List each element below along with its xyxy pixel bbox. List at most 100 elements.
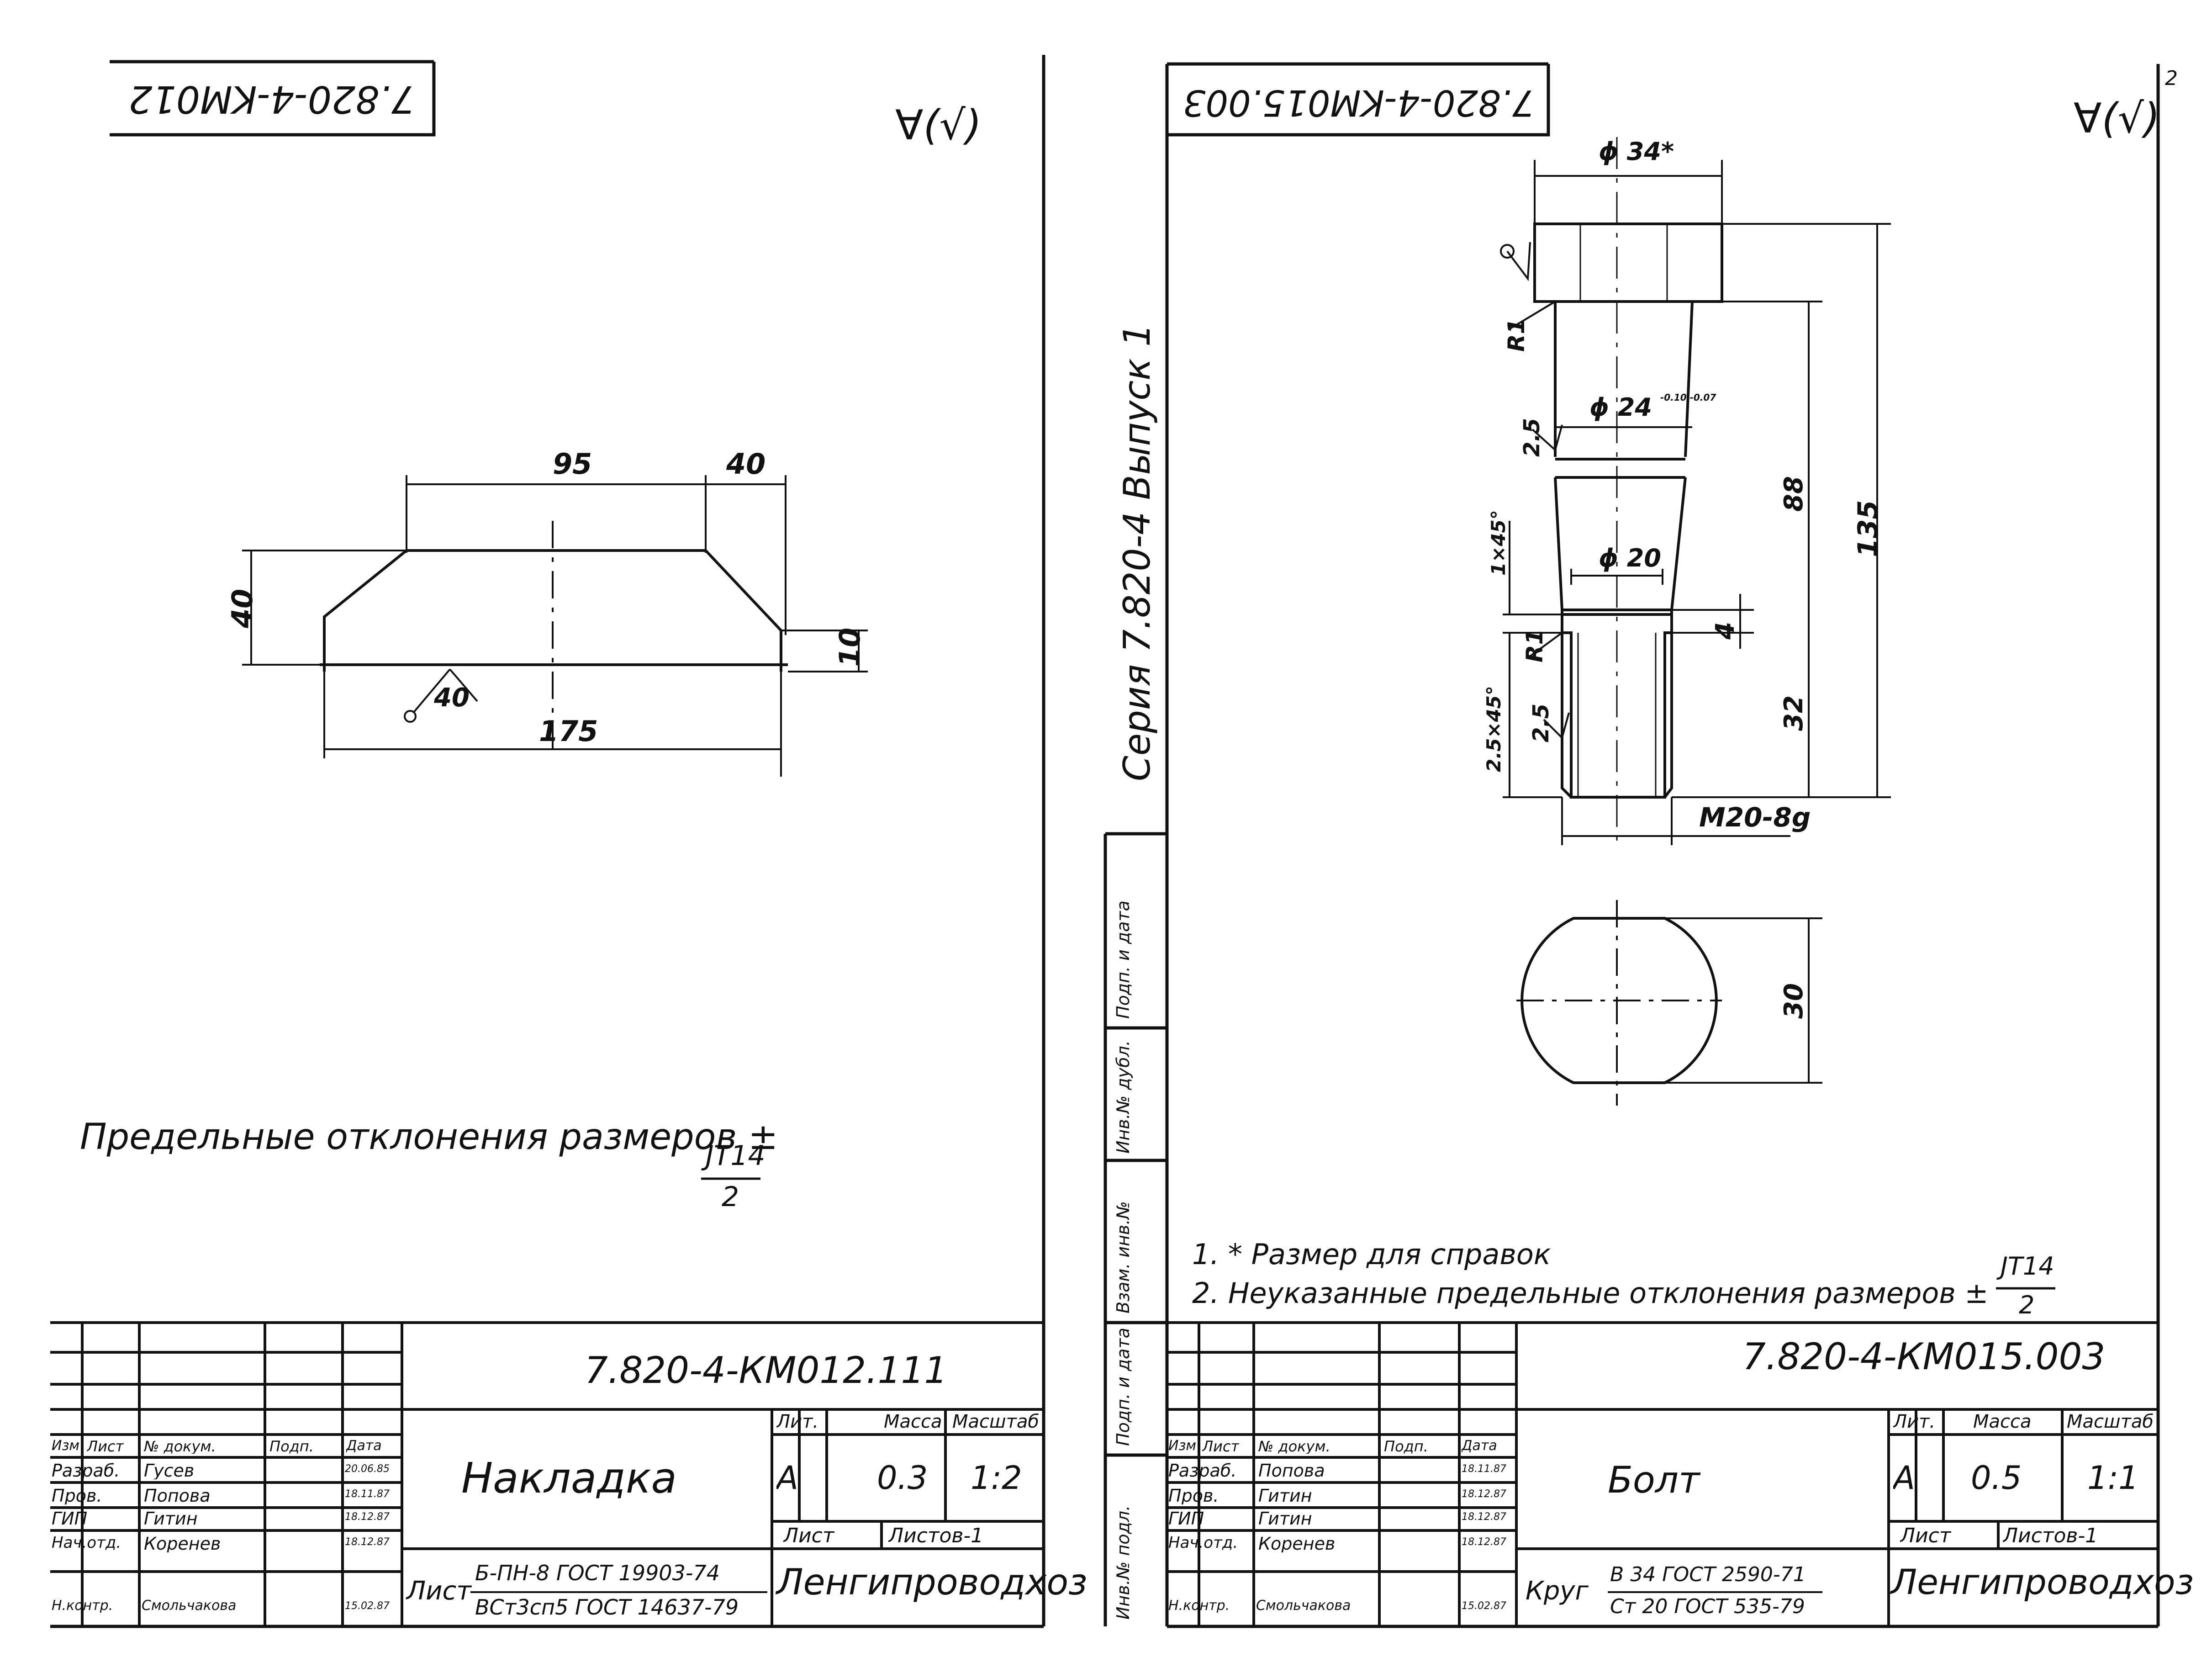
note-2: 2. Неуказанные предельные отклонения раз… — [1192, 1276, 1989, 1310]
left-row-name: Смольчакова — [142, 1599, 237, 1613]
right-doc-code: 7.820-4-КМ015.003 — [1742, 1335, 2106, 1378]
left-row-role: Н.контр. — [52, 1599, 113, 1613]
left-hdr-ndok: № докум. — [144, 1439, 216, 1454]
left-row-role: ГИП — [52, 1510, 88, 1527]
dim-chamfer-1: 1×45° — [1487, 510, 1510, 576]
left-part-name: Накладка — [461, 1454, 677, 1503]
left-material-line1: Б-ПН-8 ГОСТ 19903-74 — [475, 1561, 720, 1585]
right-hdr-podp: Подп. — [1384, 1439, 1428, 1454]
right-frame — [1103, 62, 2160, 1628]
left-note-frac-top: JT14 — [706, 1140, 765, 1172]
left-part-outline — [320, 549, 788, 672]
right-stamp-code: 7.820-4-KM015.003 — [1183, 82, 1535, 123]
left-lit-header: Лит. — [776, 1413, 819, 1431]
left-roughness-mark: ∀(√) — [895, 101, 982, 149]
dim-thread-spec: М20-8g — [1699, 802, 1811, 833]
left-lit-value: А — [776, 1462, 798, 1494]
left-frame — [50, 55, 1045, 1628]
right-sheets-label: Листов-1 — [2003, 1526, 2098, 1546]
note-1: 1. * Размер для справок — [1192, 1238, 1551, 1271]
right-sheet-label: Лист — [1900, 1526, 1951, 1546]
right-mass-value: 0.5 — [1971, 1462, 2022, 1494]
right-hdr-list: Лист — [1202, 1439, 1240, 1454]
dim-head-dia: ϕ 34* — [1599, 137, 1674, 166]
dim-chamfer-2: 2.5×45° — [1483, 685, 1505, 772]
dim-bottom-width: 175 — [539, 715, 598, 748]
dim-neck-dia: ϕ 20 — [1599, 544, 1661, 572]
left-row-date: 18.12.87 — [345, 1512, 390, 1522]
bolt-hidden-lines — [1577, 137, 1668, 850]
right-material-line1: В 34 ГОСТ 2590-71 — [1610, 1563, 1806, 1586]
side-label-replace-inv: Взам. инв.№ — [1113, 1201, 1133, 1313]
right-hdr-izm: Изм — [1168, 1439, 1197, 1453]
dim-roughness-1: 2.5 — [1519, 418, 1545, 457]
dim-thread-length: 32 — [1779, 695, 1809, 731]
right-lit-header: Лит. — [1893, 1413, 1936, 1431]
left-row-role: Нач.отд. — [52, 1535, 121, 1551]
left-material-prefix: Лист — [407, 1576, 471, 1606]
dim-edge-height: 10 — [833, 627, 866, 667]
right-row-name: Гитин — [1258, 1510, 1312, 1527]
dim-top-width: 95 — [553, 447, 592, 481]
left-part-dims — [242, 475, 868, 777]
right-mass-header: Масса — [1973, 1413, 2032, 1431]
left-title-block — [50, 1321, 1044, 1626]
right-row-name: Попова — [1258, 1462, 1325, 1479]
dim-flat-width: 30 — [1779, 983, 1809, 1019]
right-row-role: Разраб. — [1168, 1462, 1237, 1479]
bolt-dims — [1500, 160, 1891, 845]
left-row-date: 20.06.85 — [345, 1464, 390, 1474]
right-scale-header: Масштаб — [2067, 1413, 2154, 1431]
side-label-orig-inv: Инв.№ подл. — [1113, 1505, 1133, 1620]
left-row-name: Попова — [144, 1487, 211, 1504]
right-hdr-ndok: № докум. — [1258, 1439, 1330, 1454]
left-row-date: 18.11.87 — [345, 1489, 390, 1499]
right-row-date: 18.11.87 — [1462, 1464, 1506, 1474]
left-sheet-label: Лист — [783, 1526, 834, 1546]
side-label-sign-date: Подп. и дата — [1113, 900, 1133, 1019]
dim-roughness-2: 2.5 — [1528, 703, 1554, 742]
right-row-date: 15.02.87 — [1462, 1601, 1506, 1611]
left-row-name: Гитин — [144, 1510, 198, 1527]
left-doc-code: 7.820-4-КМ012.111 — [585, 1349, 948, 1392]
dim-radius-2: R1 — [1521, 629, 1548, 662]
right-material-line2: Ст 20 ГОСТ 535-79 — [1610, 1595, 1805, 1618]
dim-shank-tol: -0.10 -0.07 — [1660, 392, 1716, 403]
side-label-dup-inv: Инв.№ дубл. — [1113, 1040, 1133, 1154]
right-page-number: 2 — [2165, 67, 2178, 90]
dim-shank-dia: ϕ 24 — [1589, 393, 1652, 422]
right-row-role: Пров. — [1168, 1487, 1219, 1504]
left-row-role: Разраб. — [52, 1462, 120, 1479]
right-row-name: Гитин — [1258, 1487, 1312, 1504]
left-row-role: Пров. — [52, 1487, 102, 1504]
right-row-role: Нач.отд. — [1168, 1535, 1238, 1551]
dim-chamfer: 40 — [726, 447, 766, 481]
right-row-role: Н.контр. — [1168, 1599, 1230, 1613]
right-scale-value: 1:1 — [2087, 1462, 2139, 1494]
right-hdr-data: Дата — [1462, 1439, 1497, 1453]
dim-groove: 4 — [1710, 622, 1740, 640]
bolt-outline — [1533, 222, 1723, 799]
left-sheets-label: Листов-1 — [888, 1526, 984, 1546]
right-lit-value: А — [1893, 1462, 1915, 1494]
side-label-sign-date-2: Подп. и дата — [1113, 1328, 1133, 1446]
right-roughness-mark: ∀(√) — [2074, 95, 2160, 143]
right-material-prefix: Круг — [1526, 1576, 1589, 1606]
dim-bevel-angle: 40 — [434, 683, 470, 713]
right-row-name: Коренев — [1258, 1535, 1336, 1552]
left-stamp-code: 7.820-4-KM012 — [128, 77, 415, 121]
left-material-line2: ВСт3сп5 ГОСТ 14637-79 — [475, 1595, 739, 1620]
left-hdr-podp: Подп. — [269, 1439, 314, 1454]
right-title-block — [1167, 1321, 2158, 1626]
left-row-date: 15.02.87 — [345, 1601, 390, 1611]
left-row-date: 18.12.87 — [345, 1537, 390, 1547]
left-scale-header: Масштаб — [952, 1413, 1040, 1431]
right-row-date: 18.12.87 — [1462, 1489, 1506, 1499]
series-label: Серия 7.820-4 Выпуск 1 — [1116, 323, 1158, 781]
left-scale-value: 1:2 — [971, 1462, 1022, 1494]
dim-radius-1: R1 — [1503, 318, 1530, 352]
right-note-frac-top: JT14 — [2001, 1252, 2054, 1281]
right-row-date: 18.12.87 — [1462, 1512, 1506, 1522]
left-note-frac-bottom: 2 — [722, 1181, 739, 1213]
